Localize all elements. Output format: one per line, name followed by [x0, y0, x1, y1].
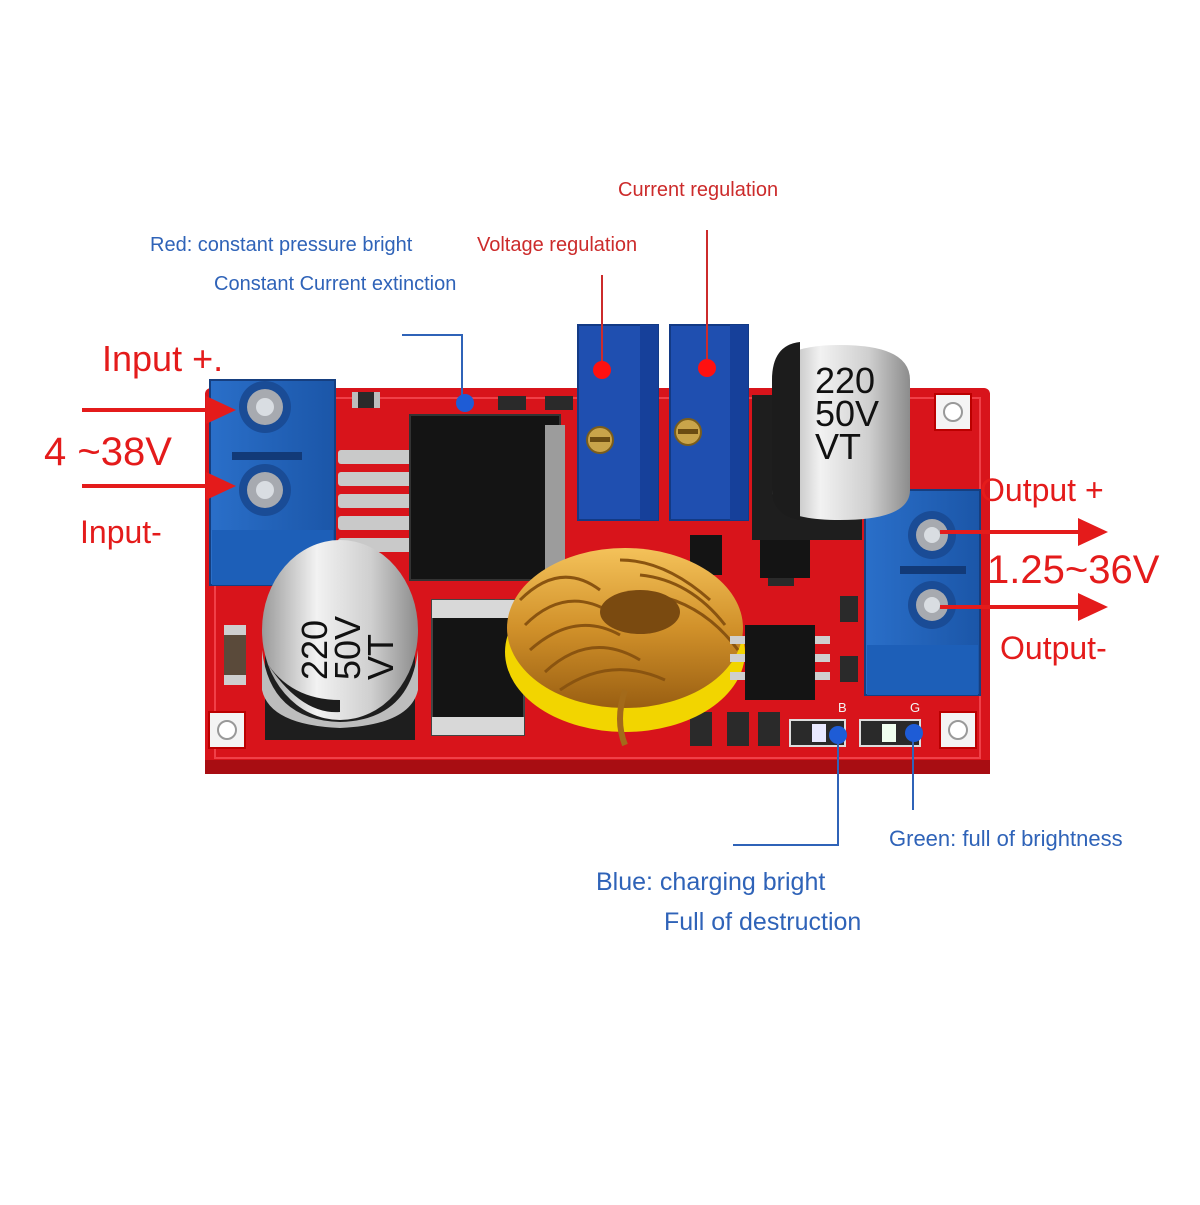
annotation-lines	[402, 334, 914, 846]
green-led-indicator-dot	[905, 724, 923, 742]
arrow-right-icon	[1078, 593, 1108, 621]
output-terminal-block	[864, 489, 981, 696]
capacitor-right	[752, 342, 910, 540]
annotation-lines-red	[601, 230, 708, 368]
cap-right-line1: 220	[815, 360, 875, 401]
cap-left-line2: 50V	[327, 616, 368, 680]
capacitor-left	[262, 540, 418, 740]
red-led-indicator-dot	[456, 394, 474, 412]
red-led-description-line2: Constant Current extinction	[214, 273, 457, 295]
blue-led-description-line1: Blue: charging bright	[596, 868, 826, 896]
input-voltage-label: 4 ~38V	[44, 430, 172, 474]
voltage-indicator-dot	[593, 361, 611, 379]
mounting-holes	[208, 393, 977, 749]
input-arrows	[82, 396, 236, 500]
toroidal-inductor	[505, 548, 745, 747]
led-marker-b: B	[838, 700, 847, 715]
red-led-description-line1: Red: constant pressure bright	[150, 234, 413, 256]
arrow-right-icon	[206, 472, 236, 500]
regulator-ic	[338, 414, 565, 581]
control-ic	[730, 625, 830, 700]
cap-right-line2: 50V	[815, 393, 879, 434]
arrow-right-icon	[1078, 518, 1108, 546]
cap-left-line3: VT	[360, 634, 401, 680]
current-indicator-dot	[698, 359, 716, 377]
smd-components	[224, 392, 858, 746]
input-minus-label: Input-	[80, 514, 162, 550]
output-plus-label: Output +	[980, 472, 1104, 508]
cap-left-line1: 220	[294, 620, 335, 680]
current-potentiometer	[669, 324, 749, 521]
output-arrows	[940, 518, 1108, 621]
output-voltage-label: 1.25~36V	[987, 548, 1160, 592]
input-plus-label: Input +.	[102, 338, 224, 379]
output-minus-label: Output-	[1000, 630, 1107, 666]
green-led-description: Green: full of brightness	[889, 826, 1123, 851]
blue-led-indicator-dot	[829, 726, 847, 744]
led-marker-g: G	[910, 700, 920, 715]
capacitor-right-marking: 220 50V VT	[815, 360, 879, 467]
cap-right-line3: VT	[815, 426, 861, 467]
blue-led-description-line2: Full of destruction	[664, 908, 862, 936]
capacitor-left-marking: 220 50V VT	[294, 616, 401, 680]
arrow-right-icon	[206, 396, 236, 424]
current-regulation-label: Current regulation	[618, 179, 779, 201]
voltage-potentiometer	[577, 324, 659, 521]
voltage-regulation-label: Voltage regulation	[477, 234, 638, 256]
